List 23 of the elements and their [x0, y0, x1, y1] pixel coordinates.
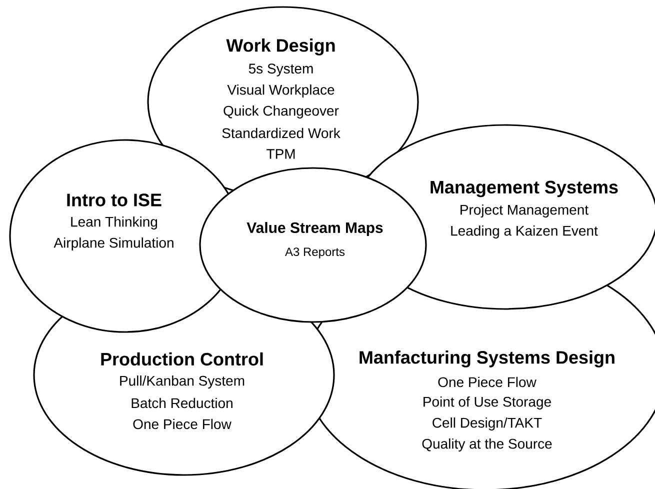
heading: Intro to ISE [67, 194, 162, 206]
heading: Manfacturing Systems Design [360, 350, 614, 368]
list-item: Standardized Work [222, 128, 340, 138]
list-item: Batch Reduction [132, 398, 232, 408]
list-item: Pull/Kanban System [120, 375, 244, 389]
list-item: A3 Reports [285, 248, 345, 258]
heading: Management Systems [430, 180, 618, 198]
list-item: 5s System [248, 64, 313, 76]
list-item: Leading a Kaizen Event [451, 225, 598, 239]
list-item: Point of Use Storage [424, 396, 551, 410]
heading: Value Stream Maps [246, 222, 383, 236]
list-item: TPM [266, 149, 295, 159]
list-item: Airplane Simulation [54, 237, 174, 251]
list-item: One Piece Flow [438, 376, 536, 388]
list-item: Quick Changeover [224, 105, 339, 119]
list-item: Lean Thinking [71, 216, 158, 230]
list-item: Quality at the Source [422, 438, 552, 452]
list-item: Cell Design/TAKT [432, 417, 542, 431]
list-item: Project Management [460, 204, 588, 218]
list-item: One Piece Flow [133, 418, 232, 430]
list-item: Visual Workplace [227, 84, 334, 98]
heading: Work Design [226, 38, 335, 56]
heading: Production Control [101, 352, 263, 366]
